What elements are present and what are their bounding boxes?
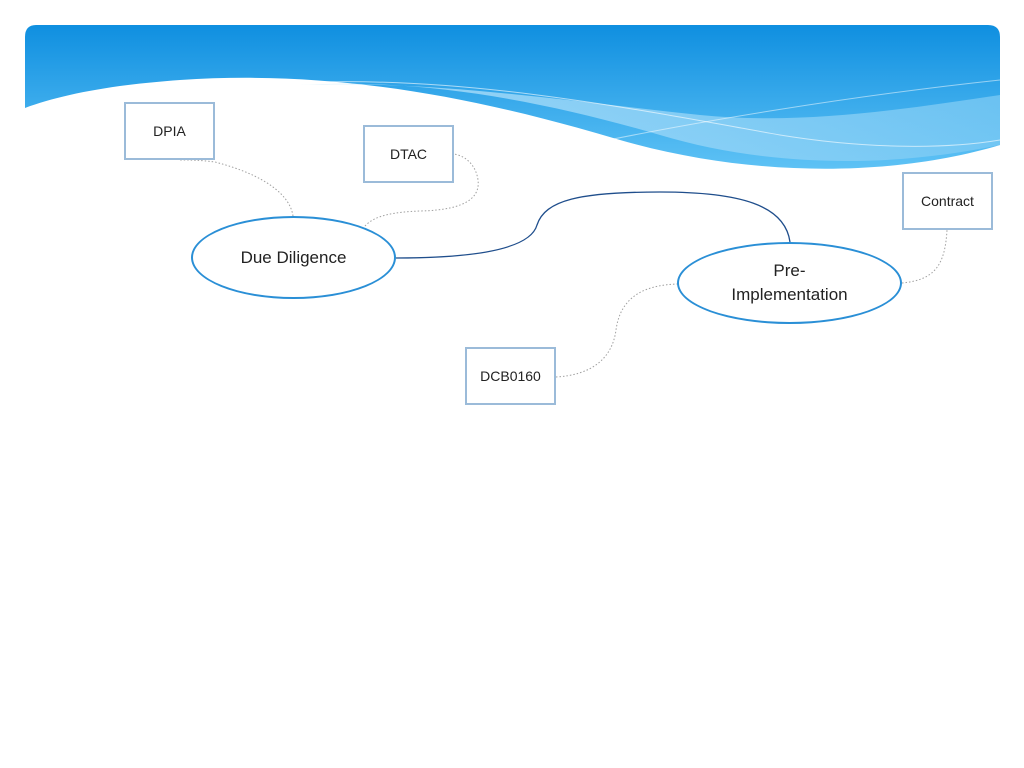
node-pre-implementation-label-line-1: Pre- [773, 261, 806, 281]
node-dpia-label: DPIA [153, 123, 186, 139]
node-dcb0160[interactable]: DCB0160 [465, 347, 556, 405]
node-pre-implementation[interactable]: Pre- Implementation [677, 242, 902, 324]
node-pre-implementation-label-line-2: Implementation [731, 285, 848, 304]
header-wave-line [319, 81, 1001, 147]
node-due-diligence[interactable]: Due Diligence [191, 216, 396, 299]
node-dtac[interactable]: DTAC [363, 125, 454, 183]
node-dpia[interactable]: DPIA [124, 102, 215, 160]
node-contract-label: Contract [921, 193, 974, 209]
edge-due-diligence-pre-implementation [395, 191, 791, 259]
node-dtac-label: DTAC [389, 146, 428, 162]
header-wave-line-2 [559, 79, 1001, 151]
edge-due-diligence-dpia [179, 159, 294, 217]
edge-pre-implementation-contract [901, 229, 948, 284]
node-pre-implementation-label: Pre- Implementation [731, 259, 847, 307]
node-due-diligence-label: Due Diligence [240, 247, 347, 267]
node-dcb0160-label: DCB0160 [480, 368, 541, 384]
edge-due-diligence-dtac [364, 153, 479, 227]
node-contract[interactable]: Contract [902, 172, 993, 230]
edge-pre-implementation-dcb0160 [555, 283, 679, 378]
